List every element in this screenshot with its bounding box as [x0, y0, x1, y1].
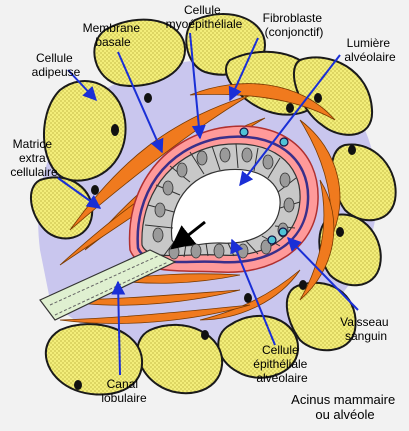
label-canal: Canal lobulaire	[101, 377, 147, 405]
label-vaisseau: Vaisseau sanguin	[340, 315, 392, 343]
label-matrice: Matrice extra cellulaire	[10, 137, 58, 179]
label-membrane-basale: Membrane basale	[83, 21, 144, 49]
label-cellule-myoepitheliale: Cellule myoépithéliale	[166, 3, 243, 31]
label-lait: Lait	[198, 202, 219, 216]
milk-flow-arrow	[170, 220, 206, 250]
epithelial-nuclei	[152, 147, 295, 260]
adipocyte-nuclei	[74, 93, 356, 390]
label-cellule-adipeuse: Cellule adipeuse	[32, 51, 81, 79]
label-cellule-epitheliale: Cellule épithéliale alvéolaire	[253, 343, 310, 385]
basal-membrane	[136, 135, 310, 264]
label-lumiere-alveolaire: Lumière alvéolaire	[344, 36, 396, 64]
caption: Acinus mammaire ou alvéole	[291, 392, 399, 422]
labels: Membrane basale Cellule myoépithéliale F…	[10, 3, 399, 422]
label-fibroblaste: Fibroblaste (conjonctif)	[263, 11, 326, 39]
label-pointers	[57, 32, 359, 376]
blood-vessels	[239, 127, 289, 245]
